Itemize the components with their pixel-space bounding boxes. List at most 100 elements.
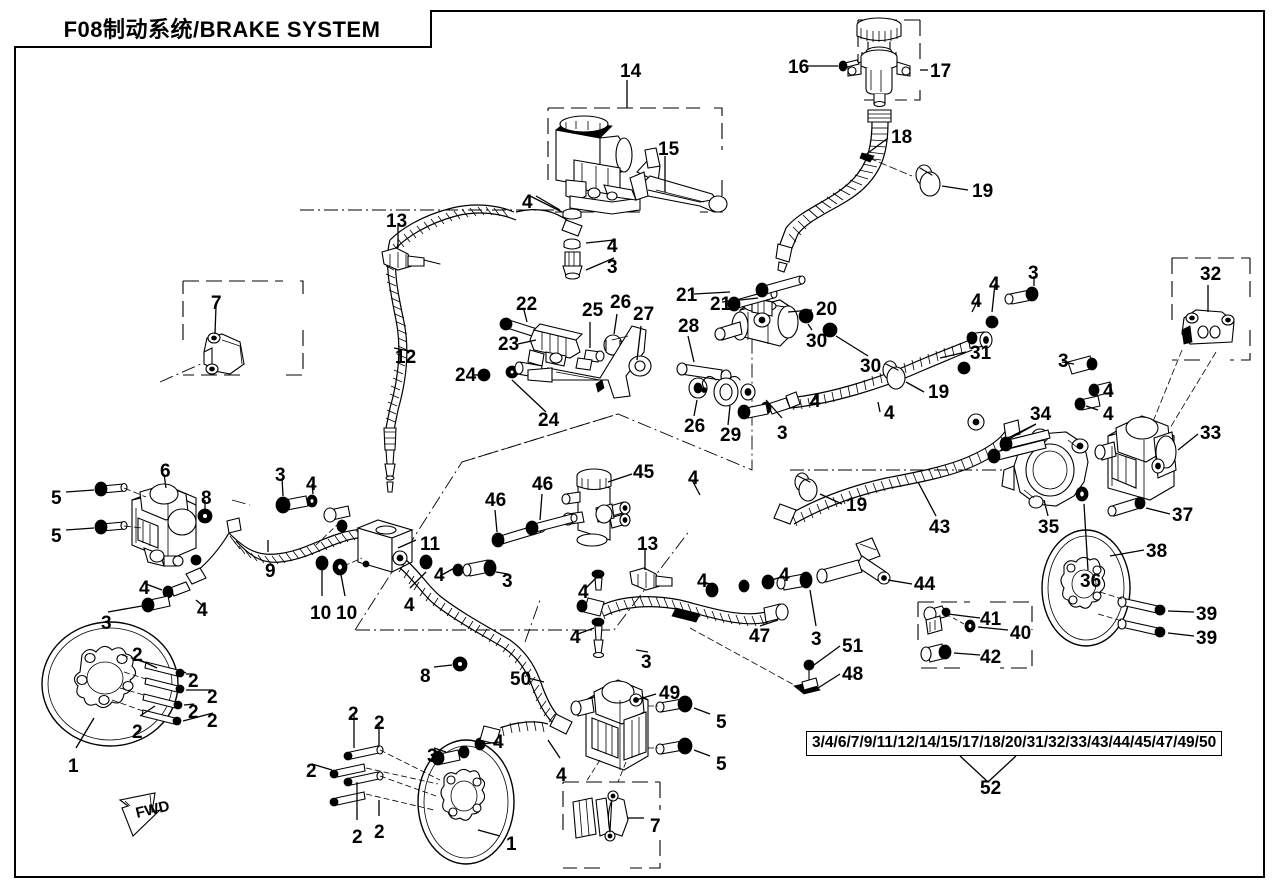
callout-50: 50 [510,669,532,690]
page-title: F08制动系统/BRAKE SYSTEM [63,17,381,42]
part-banjo-right-top [1067,355,1113,411]
part-hose-clip-bolt-8 [197,508,213,524]
part-brake-hose-12 [383,204,583,493]
part-banjo-bolt-set-1 [275,494,351,523]
part-hose-clamp-bracket-48 [793,677,821,695]
callout-2j: 2 [352,827,363,848]
callout-4i: 4 [306,474,317,495]
leader-lines [65,65,1209,837]
part-handbrake-master-cylinder [555,115,641,280]
callout-20: 20 [816,299,838,320]
group-box-rear-pads-2 [562,781,661,869]
part-junction-washers-10 [315,555,363,576]
fwd-direction-arrow: FWD [118,792,171,837]
callout-4r: 4 [779,565,790,586]
callout-25: 25 [582,300,604,321]
callout-4: 4 [522,192,533,213]
part-sensor-bolt-42 [920,643,952,663]
callout-4e: 4 [1103,381,1114,402]
callout-8b: 8 [420,666,431,687]
callout-26b: 26 [684,416,706,437]
construction-lines [159,199,1035,643]
callout-44: 44 [914,574,936,595]
part-rear-caliper-49 [570,679,649,771]
part-rear-brake-pads-7b [572,790,629,842]
callout-3h: 3 [641,652,652,673]
callout-3g: 3 [101,613,112,634]
part-brake-hose-47 [576,595,789,627]
part-banjo-bottom [431,720,549,766]
callout-7: 7 [211,293,222,314]
callout-2d: 2 [188,702,199,723]
callout-3b: 3 [1028,263,1039,284]
callout-42: 42 [980,647,1002,668]
parts-legend-box: 3/4/6/7/9/11/12/14/15/17/18/20/31/32/33/… [806,731,1223,756]
part-rear-brake-pads-32 [1181,309,1235,345]
part-brake-pipe-31 [737,286,1039,420]
part-valve-bolts-46 [491,513,578,548]
callout-4n: 4 [434,565,445,586]
part-banjo-4-3-right [705,571,813,598]
callout-21b: 21 [710,294,732,315]
callout-28: 28 [678,316,700,337]
callout-2b: 2 [188,671,199,692]
callout-5d: 5 [716,754,727,775]
callout-17: 17 [930,61,952,82]
part-reservoir-bolt [838,59,860,72]
part-brake-lever [629,147,728,213]
callout-18: 18 [891,127,913,148]
callout-13b: 13 [637,534,659,555]
callout-5c: 5 [716,712,727,733]
callout-2e: 2 [207,711,218,732]
callout-37: 37 [1172,505,1194,526]
callout-3j: 3 [427,746,438,767]
callout-31: 31 [970,343,992,364]
part-hose-from-junction [398,559,573,735]
part-speed-sensor-41 [923,605,951,635]
callout-1b: 1 [506,834,517,855]
callout-11: 11 [420,534,441,555]
callout-8: 8 [201,488,212,509]
callout-30: 30 [806,331,828,352]
page-border [14,10,1265,878]
callout-9: 9 [265,561,276,582]
callout-19b: 19 [928,382,950,403]
part-hose-clamp-1 [915,164,941,197]
callout-49: 49 [659,683,681,704]
part-sensor-washer-40 [964,619,976,633]
part-pivot-bolts-21 [727,275,806,312]
callout-4t: 4 [556,765,567,786]
callout-41: 41 [980,609,1002,630]
callout-14: 14 [620,61,642,82]
callout-13: 13 [386,211,408,232]
callout-5b: 5 [51,526,62,547]
callout-2h: 2 [374,713,385,734]
callout-33: 33 [1200,423,1222,444]
part-rear-caliper-33 [1094,415,1177,501]
callout-30b: 30 [860,356,882,377]
callout-22: 22 [516,294,538,315]
callout-40: 40 [1010,623,1032,644]
callout-46b: 46 [532,474,554,495]
part-three-way-joint-44 [816,537,891,585]
part-disc-bolts-rear [1097,591,1166,638]
callout-4h: 4 [884,403,895,424]
legend-parts-list: 3/4/6/7/9/11/12/14/15/17/18/20/31/32/33/… [812,734,1217,751]
callout-4s: 4 [493,732,504,753]
callout-2c: 2 [207,687,218,708]
part-hose-clamp-3 [794,472,818,502]
callout-12: 12 [395,347,417,368]
group-box-sensor [917,601,1033,669]
part-pedal-bracket-23 [527,323,584,367]
callout-2i: 2 [306,761,317,782]
callout-15: 15 [658,139,680,160]
part-pedal-spacer-25 [575,349,605,371]
title-plate: F08制动系统/BRAKE SYSTEM [14,10,432,48]
callout-27: 27 [633,304,655,325]
callout-34: 34 [1030,404,1052,425]
callout-3e: 3 [777,423,788,444]
part-front-brake-pads [203,332,245,375]
callout-4d: 4 [989,274,1000,295]
callout-10b: 10 [336,603,358,624]
